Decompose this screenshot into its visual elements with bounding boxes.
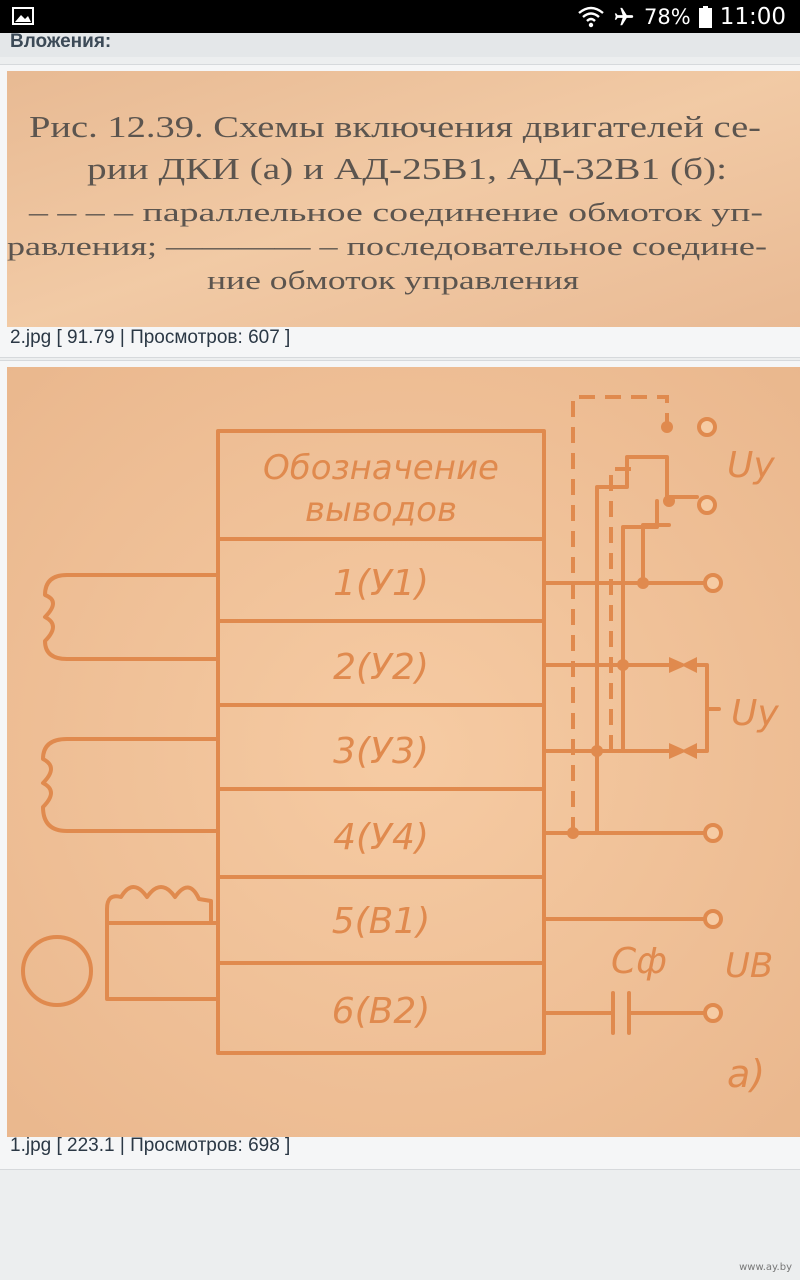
fig-caption-line4: равления; ———— – последовательное соедин… — [7, 232, 767, 261]
attachment-photo-2[interactable]: Обозначение выводов 1(У1) 2(У2) 3(У3) 4(… — [7, 367, 800, 1137]
image-icon — [12, 7, 34, 25]
status-bar: 78% 11:00 — [0, 0, 800, 33]
diagram-header-line2: выводов — [305, 490, 457, 530]
terminal-1: 1(У1) — [333, 563, 429, 604]
label-cf: Cф — [611, 941, 667, 982]
diagram-header-line1: Обозначение — [263, 448, 499, 488]
clock: 11:00 — [719, 4, 786, 30]
attachments-header: Вложения: — [0, 31, 800, 57]
battery-icon — [698, 6, 712, 28]
attachment-item-2: Обозначение выводов 1(У1) 2(У2) 3(У3) 4(… — [0, 360, 800, 1170]
attachment-photo-1[interactable]: Рис. 12.39. Схемы включения двигателей с… — [7, 71, 800, 327]
battery-percent: 78% — [644, 5, 691, 29]
attachment-caption-2[interactable]: 1.jpg [ 223.1 | Просмотров: 698 ] — [10, 1135, 291, 1156]
attachments-title: Вложения: — [10, 31, 112, 52]
fig-caption-line2: рии ДКИ (а) и АД-25В1, АД-32В1 (б): — [87, 151, 727, 186]
label-uy-top: Uy — [727, 445, 775, 486]
label-ub: UB — [725, 946, 773, 986]
airplane-icon — [614, 7, 634, 26]
terminal-6: 6(В2) — [332, 991, 431, 1032]
fig-caption-line1: Рис. 12.39. Схемы включения двигателей с… — [29, 109, 761, 144]
terminal-4: 4(У4) — [333, 817, 429, 858]
fig-caption-line5: ние обмоток управления — [207, 266, 579, 295]
terminal-5: 5(В1) — [332, 901, 431, 942]
attachment-item-1: Рис. 12.39. Схемы включения двигателей с… — [0, 64, 800, 358]
watermark: www.ay.by — [739, 1262, 792, 1273]
terminal-2: 2(У2) — [333, 647, 429, 688]
wifi-icon — [578, 6, 604, 28]
terminal-3: 3(У3) — [333, 731, 429, 772]
fig-caption-line3: – – – – параллельное соединение обмоток … — [28, 198, 763, 227]
label-a: а) — [727, 1052, 765, 1096]
label-uy-mid: Uy — [731, 693, 779, 734]
attachment-caption-1[interactable]: 2.jpg [ 91.79 | Просмотров: 607 ] — [10, 327, 291, 348]
